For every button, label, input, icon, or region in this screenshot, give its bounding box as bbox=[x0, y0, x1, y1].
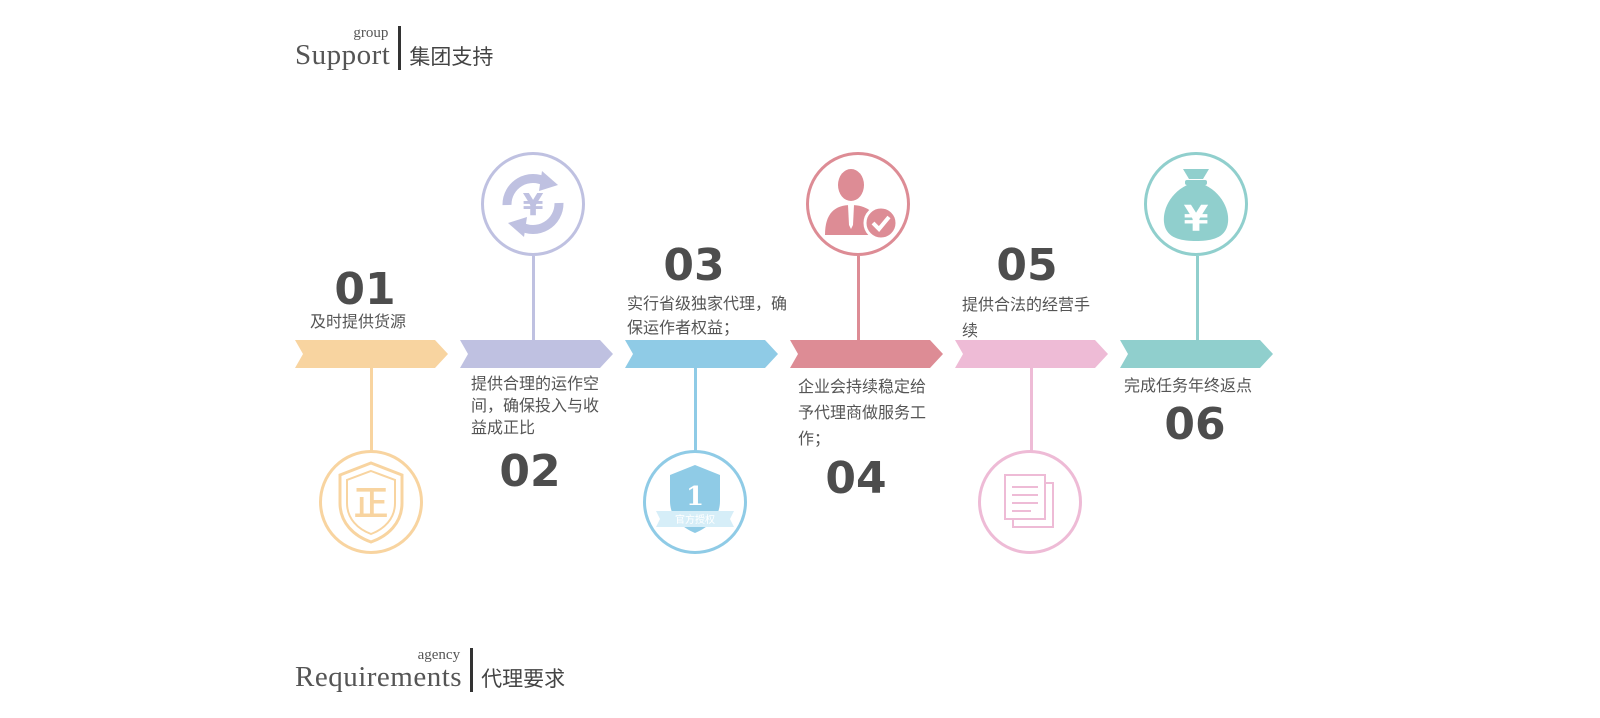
money-bag-yen-icon: ¥ bbox=[1163, 169, 1229, 241]
support-heading-zh: 集团支持 bbox=[409, 45, 494, 69]
shield-number: 1 bbox=[686, 482, 704, 512]
step-03-connector bbox=[694, 368, 697, 452]
support-heading-divider bbox=[398, 26, 402, 70]
step-02-arrow bbox=[460, 340, 613, 368]
requirements-heading: agency Requirements 代理要求 bbox=[295, 647, 566, 693]
step-06-circle: ¥ bbox=[1144, 152, 1248, 256]
requirements-heading-divider bbox=[470, 648, 474, 692]
step-04-number: 04 bbox=[825, 453, 887, 504]
step-02-description: 提供合理的运作空间，确保投入与收益成正比 bbox=[471, 374, 600, 437]
step-03-number: 03 bbox=[663, 240, 725, 291]
step-02-circle: ¥ bbox=[481, 152, 585, 256]
support-heading-big: Support bbox=[295, 39, 391, 71]
step-05-connector bbox=[1030, 368, 1033, 452]
step-03-circle: 1 官方授权 bbox=[643, 450, 747, 554]
person-check-icon bbox=[825, 169, 899, 241]
step-06-connector bbox=[1196, 256, 1199, 340]
support-heading-small: group bbox=[353, 25, 389, 41]
documents-icon bbox=[1004, 474, 1054, 528]
step-04-circle bbox=[806, 152, 910, 256]
step-02-number: 02 bbox=[499, 446, 561, 497]
step-04-arrow bbox=[790, 340, 943, 368]
step-04-connector bbox=[857, 256, 860, 340]
step-06-description: 完成任务年终返点 bbox=[1124, 376, 1253, 395]
step-01-arrow bbox=[295, 340, 448, 368]
step-01-connector bbox=[370, 368, 373, 452]
official-authorization-shield-icon: 1 官方授权 bbox=[656, 465, 734, 533]
requirements-heading-small: agency bbox=[417, 647, 461, 663]
yen-glyph-02: ¥ bbox=[523, 188, 544, 223]
support-heading: group Support 集团支持 bbox=[295, 25, 494, 71]
step-03-description: 实行省级独家代理，确保运作者权益； bbox=[627, 294, 788, 337]
step-01-number: 01 bbox=[334, 264, 396, 315]
step-02-connector bbox=[532, 256, 535, 340]
yen-glyph-06: ¥ bbox=[1183, 199, 1208, 240]
step-01-circle: 正 bbox=[319, 450, 423, 554]
step-06-arrow bbox=[1120, 340, 1273, 368]
step-05-circle bbox=[978, 450, 1082, 554]
step-01-description: 及时提供货源 bbox=[310, 312, 407, 331]
step-05-arrow bbox=[955, 340, 1108, 368]
zheng-badge-icon: 正 bbox=[338, 461, 404, 544]
shield-ribbon-text: 官方授权 bbox=[675, 513, 715, 526]
step-05-description: 提供合法的经营手续 bbox=[962, 295, 1091, 340]
step-03-arrow bbox=[625, 340, 778, 368]
step-04-description: 企业会持续稳定给予代理商做服务工作； bbox=[798, 377, 927, 448]
step-05-number: 05 bbox=[996, 240, 1058, 291]
yen-cycle-icon: ¥ bbox=[502, 171, 564, 237]
requirements-heading-big: Requirements bbox=[295, 661, 463, 693]
step-06-number: 06 bbox=[1164, 399, 1226, 450]
zheng-glyph: 正 bbox=[354, 484, 388, 524]
requirements-heading-zh: 代理要求 bbox=[481, 667, 566, 691]
